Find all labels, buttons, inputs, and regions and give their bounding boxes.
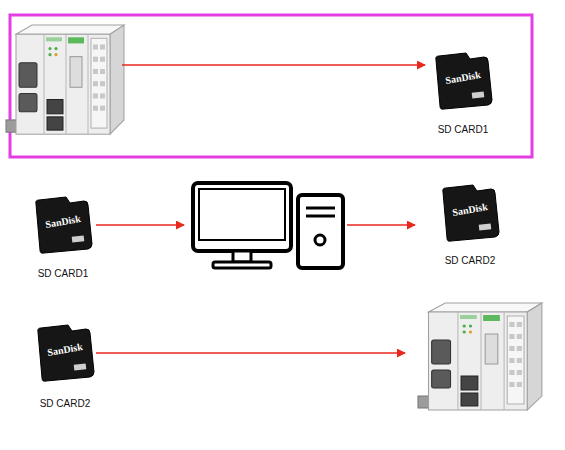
sd-card: SanDiskSD CARD1 xyxy=(428,48,498,140)
sd-card: SanDiskSD CARD2 xyxy=(30,320,100,412)
flow-arrow xyxy=(122,64,425,66)
computer-symbol xyxy=(213,262,271,268)
card-label: SD CARD1 xyxy=(428,124,498,135)
plc-controller xyxy=(418,303,542,410)
computer-symbol xyxy=(315,235,325,245)
plc-controller xyxy=(6,25,124,134)
sd-card-logo xyxy=(72,235,85,242)
flow-arrow xyxy=(347,224,415,226)
card-label: SD CARD1 xyxy=(28,268,98,279)
card-label: SD CARD2 xyxy=(30,398,100,409)
computer-symbol xyxy=(193,183,343,268)
computer-symbol xyxy=(306,207,335,210)
sd-card: SanDiskSD CARD1 xyxy=(28,192,98,284)
sd-card-logo xyxy=(472,91,485,98)
sd-card: SanDiskSD CARD2 xyxy=(435,180,505,272)
flow-arrow xyxy=(96,352,405,354)
sd-card-logo xyxy=(479,223,492,230)
computer-symbol xyxy=(199,189,285,240)
sd-card-logo xyxy=(74,363,87,370)
flow-arrow xyxy=(96,224,184,226)
card-label: SD CARD2 xyxy=(435,255,505,266)
computer-symbol xyxy=(306,215,335,218)
flow-arrow xyxy=(96,65,425,353)
computer-symbol xyxy=(233,251,251,262)
computer-symbol xyxy=(193,183,291,251)
computer-symbol xyxy=(298,195,343,268)
